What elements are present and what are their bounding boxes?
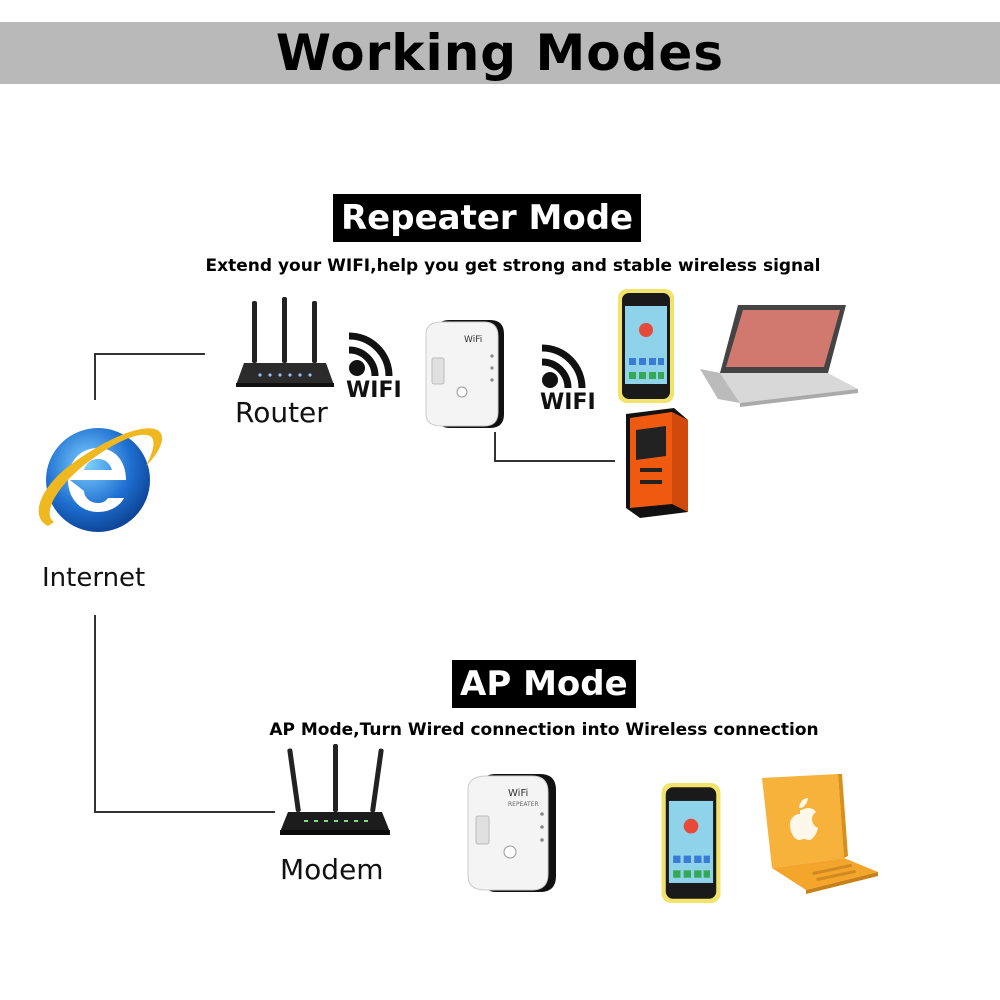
wifi-repeater-icon: WiFi	[420, 318, 510, 430]
wifi-repeater-icon: WiFi REPEATER	[462, 772, 562, 894]
svg-text:REPEATER: REPEATER	[508, 801, 539, 808]
laptop-icon	[742, 772, 882, 900]
wifi-label-1: WIFI	[346, 378, 402, 403]
wifi-label-2: WIFI	[540, 390, 596, 415]
internet-label: Internet	[42, 563, 145, 593]
smartphone-icon	[660, 782, 722, 904]
internet-explorer-icon	[28, 408, 168, 548]
repeater-mode-subtitle: Extend your WIFI,help you get strong and…	[13, 256, 1000, 276]
modem-label: Modem	[280, 853, 384, 886]
smartphone-icon	[617, 288, 675, 404]
ap-mode-title: AP Mode	[452, 660, 636, 708]
modem-router-icon	[278, 742, 393, 842]
wifi-signal-icon	[345, 328, 405, 380]
router-icon	[230, 295, 340, 395]
desktop-pc-icon	[612, 408, 692, 520]
svg-text:WiFi: WiFi	[464, 335, 482, 345]
svg-text:WiFi: WiFi	[508, 788, 528, 799]
repeater-mode-title: Repeater Mode	[333, 194, 641, 242]
router-label: Router	[235, 396, 328, 429]
laptop-icon	[700, 303, 860, 408]
wifi-signal-icon	[538, 340, 598, 392]
ap-mode-subtitle: AP Mode,Turn Wired connection into Wirel…	[44, 720, 1000, 740]
